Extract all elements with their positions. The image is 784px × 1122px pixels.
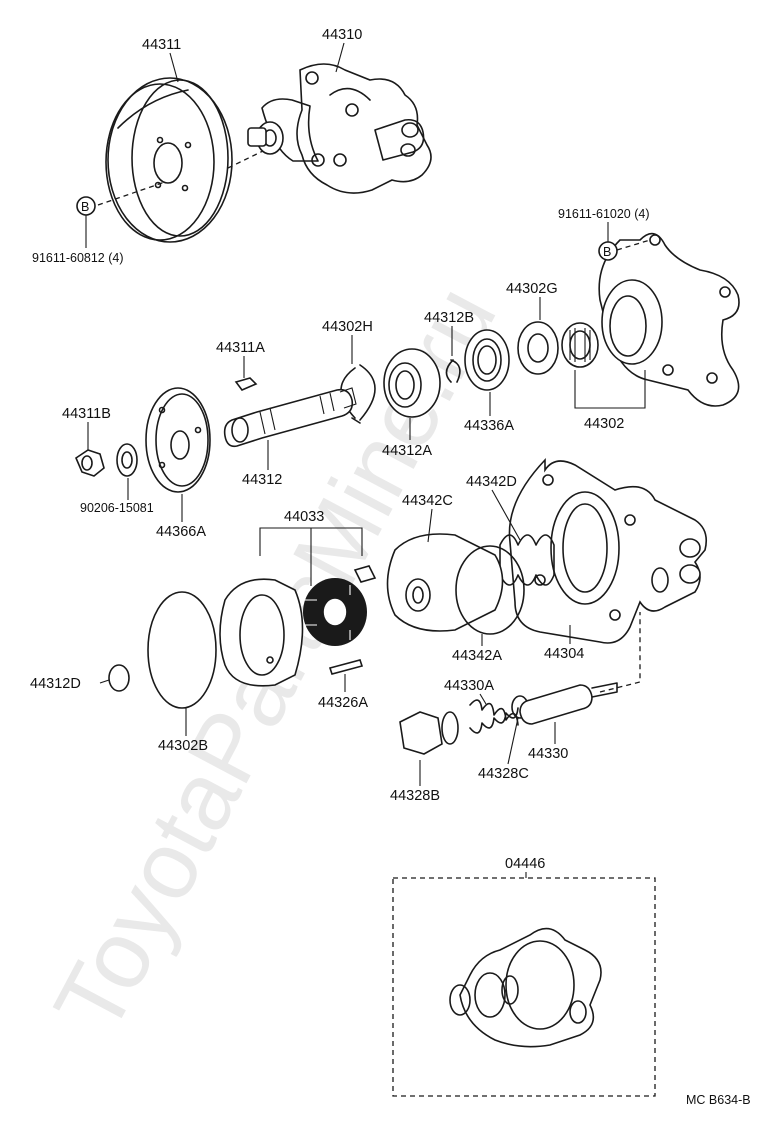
gasket-kit-box-04446 [392,877,656,1097]
label-44326A: 44326A [318,695,368,711]
front-housing-44304 [508,457,708,644]
spring-44342D [499,534,555,586]
snap-ring-44312B [445,359,461,383]
label-04446: 04446 [505,856,545,872]
bushing-44302G [517,321,599,375]
label-44342D: 44342D [466,474,517,490]
bolt-marker-left: B [76,196,96,216]
nut-44311B [75,449,105,477]
washer-90206-15081 [116,443,138,477]
oil-seal-44336A [464,329,510,391]
label-44302H: 44302H [322,319,373,335]
label-44302: 44302 [584,416,624,432]
label-44312D: 44312D [30,676,81,692]
label-91611-60812: 91611-60812 (4) [32,251,124,265]
label-44311: 44311 [142,37,181,53]
vane-44033 [353,565,377,583]
label-44302B: 44302B [158,738,208,754]
label-44302G: 44302G [506,281,558,297]
o-ring-44302B [147,591,217,709]
label-44311B: 44311B [62,406,111,422]
hub-44366A [145,387,211,493]
label-44328B: 44328B [390,788,440,804]
shaft-44312 [223,387,357,448]
label-44330: 44330 [528,746,568,762]
diagram-code: MC B634-B [686,1093,751,1107]
label-91611-61020: 91611-61020 (4) [558,207,650,221]
pump-assembly-44310 [247,63,432,194]
valve-44330 [519,682,618,725]
label-44330A: 44330A [444,678,494,694]
pulley-44311 [105,77,233,243]
label-44366A: 44366A [156,524,206,540]
plug-44328B [399,711,459,755]
label-44342A: 44342A [452,648,502,664]
plate-44342C [386,533,504,632]
label-44304: 44304 [544,646,584,662]
key-44311A [234,377,258,391]
svg-text:B: B [603,245,611,259]
label-44311A: 44311A [216,340,265,356]
label-44328C: 44328C [478,766,529,782]
label-90206-15081: 90206-15081 [80,501,154,515]
label-44312B: 44312B [424,310,474,326]
cam-ring-44033 [219,578,304,687]
svg-text:B: B [81,200,89,214]
label-44310: 44310 [322,27,362,43]
bolt-leader-line [97,181,166,206]
label-44033: 44033 [284,509,324,525]
gasket-kit-04446 [449,927,602,1048]
pin-44326A [328,659,364,675]
label-44342C: 44342C [402,493,453,509]
o-ring-44312D [108,664,130,692]
label-44312: 44312 [242,472,282,488]
bolt-marker-right: B [598,241,618,261]
rear-housing-44302 [598,232,740,407]
label-44312A: 44312A [382,443,432,459]
spring-44330A [469,699,519,734]
label-44336A: 44336A [464,418,514,434]
o-ring-44342A [455,545,525,635]
bearing-44312A [383,348,441,418]
rotor-44033 [303,578,367,646]
